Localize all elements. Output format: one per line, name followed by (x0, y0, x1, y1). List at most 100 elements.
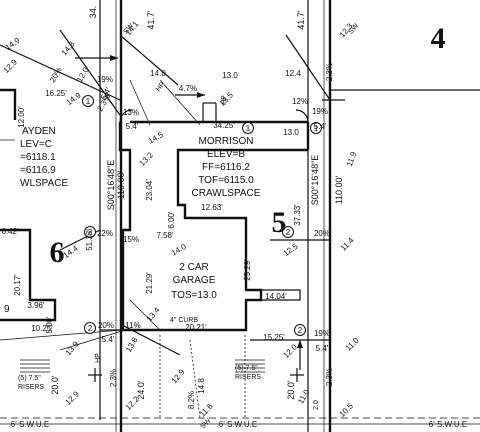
dimension: 34.25' (213, 121, 235, 130)
easement-label: 6' S.W.U.E (11, 420, 49, 429)
dimension: 11% (125, 321, 140, 330)
arrowhead (197, 92, 205, 98)
dimension: 12% (292, 97, 308, 106)
dimension: 3.96' (27, 301, 45, 310)
neighbor-top-of-foundation: =6116.9 (20, 165, 56, 176)
driveway-dashed-mid (189, 339, 201, 419)
swale-line (0, 44, 121, 101)
neighbor-house-name: AYDEN (22, 126, 56, 137)
dimension: 11.9 (345, 150, 359, 168)
swale-label: SW (199, 417, 212, 430)
dimension: 15.25' (263, 333, 285, 342)
neighbor-house-elevation: LEV=C (20, 139, 52, 150)
dim-lot-depth-left: 110.00' (116, 170, 126, 199)
dimension: 13.4 (145, 305, 162, 323)
high-point-label: HP (95, 353, 102, 363)
dimension: 13.2 (138, 150, 156, 168)
lot-number-6: 6 (50, 236, 65, 269)
dimension: 37.33' (293, 204, 302, 226)
dimension: 12.9 (64, 389, 82, 407)
dimension: 20% (98, 321, 114, 330)
station-marker-circle (310, 122, 322, 134)
dimension: 6.42' (1, 227, 19, 236)
easement-label: 6' S.W.U.E (429, 420, 467, 429)
dimension: 10.25' (31, 324, 53, 333)
corner-arc (119, 109, 133, 123)
dimension: 2.3% (109, 369, 118, 387)
dimension: 14.3 (60, 39, 77, 57)
dimension: 19% (97, 75, 113, 84)
corner-arc (295, 109, 309, 123)
dimension: 14.04' (265, 292, 287, 301)
station-marker-circle (282, 226, 294, 238)
station-marker-circle (294, 324, 306, 336)
grade-line (0, 329, 123, 341)
dimension: 5.4' (102, 335, 115, 344)
lot-number-4: 4 (431, 22, 446, 55)
foundation-type: CRAWLSPACE (192, 188, 261, 199)
dimension: 13.9 (64, 339, 81, 357)
house-outline-lot6 (0, 228, 57, 322)
risers-label: RISERS (18, 384, 44, 391)
dimension: 13.0 (283, 128, 299, 137)
risers-label: (5) 7.5" (235, 365, 258, 372)
curb-label: 4" CURB (170, 317, 198, 324)
dimension: 41.7' (146, 10, 156, 30)
dimension: 12.4 (285, 69, 301, 78)
neighbor-finished-floor: =6118.1 (20, 152, 56, 163)
dimension: 14.5 (147, 130, 165, 146)
lot-number-5: 5 (272, 206, 287, 239)
dimension: 14.0 (150, 69, 166, 78)
risers-label: RISERS (235, 374, 261, 381)
dimension: 20.0' (50, 375, 60, 395)
dimension: 7.58' (156, 231, 174, 240)
dimension: 20.0' (286, 380, 296, 400)
dimension: 8.2% (187, 391, 196, 409)
dimension: 16.25' (45, 89, 67, 98)
grade-line (129, 299, 161, 331)
dimension: 25.29' (243, 259, 252, 281)
slope-label: 4.7% (179, 84, 197, 93)
dimension: 14.9 (65, 90, 83, 107)
dimension: 5.00' (45, 316, 54, 334)
garage-top-of-slab: TOS=13.0 (171, 290, 217, 301)
high-point-label: HP (221, 95, 228, 105)
station-marker-circle (84, 226, 96, 238)
dimension: 13.5 (218, 90, 236, 108)
arrowhead (297, 340, 303, 348)
swale-line (59, 29, 123, 119)
dimension: 9 (4, 304, 10, 315)
dimension: 21.29' (145, 272, 154, 294)
dimension: 2.3% (325, 63, 334, 81)
dimension: 15% (123, 235, 139, 244)
high-point-label: HP (155, 81, 167, 93)
dimension: 10.5 (338, 401, 356, 419)
station-marker-number: 2 (298, 326, 303, 335)
dimension: 51.33' (85, 229, 94, 251)
dimension: 2.0 (313, 400, 320, 410)
dimension: 6.00' (167, 211, 176, 229)
dimension: 12.9 (170, 367, 187, 385)
dimension: 24.0' (136, 380, 146, 400)
top-of-foundation: TOF=6115.0 (198, 175, 254, 186)
station-marker-number: 2 (88, 324, 93, 333)
station-marker-number: 1 (86, 97, 91, 106)
dimension: 11.0 (296, 388, 312, 406)
swale-line (121, 324, 181, 356)
easement-label: 6' S.W.U.E (219, 420, 257, 429)
rear-patio-outline (246, 289, 301, 301)
garage-label: 2 CAR (179, 262, 208, 273)
dimension: 14.0 (170, 242, 188, 258)
dimension: 13.0 (222, 71, 238, 80)
house-elevation: ELEV=B (207, 149, 245, 160)
house-corner-lot6-top (0, 88, 17, 120)
dimension: 34. (88, 6, 98, 19)
dimension: 2.3% (325, 368, 334, 386)
station-marker-number: 2 (286, 228, 291, 237)
dimension: 20.17' (13, 274, 22, 296)
dimension: 14.1 (124, 19, 141, 37)
grade-line (159, 79, 201, 126)
dimension: 12.63' (201, 203, 223, 212)
